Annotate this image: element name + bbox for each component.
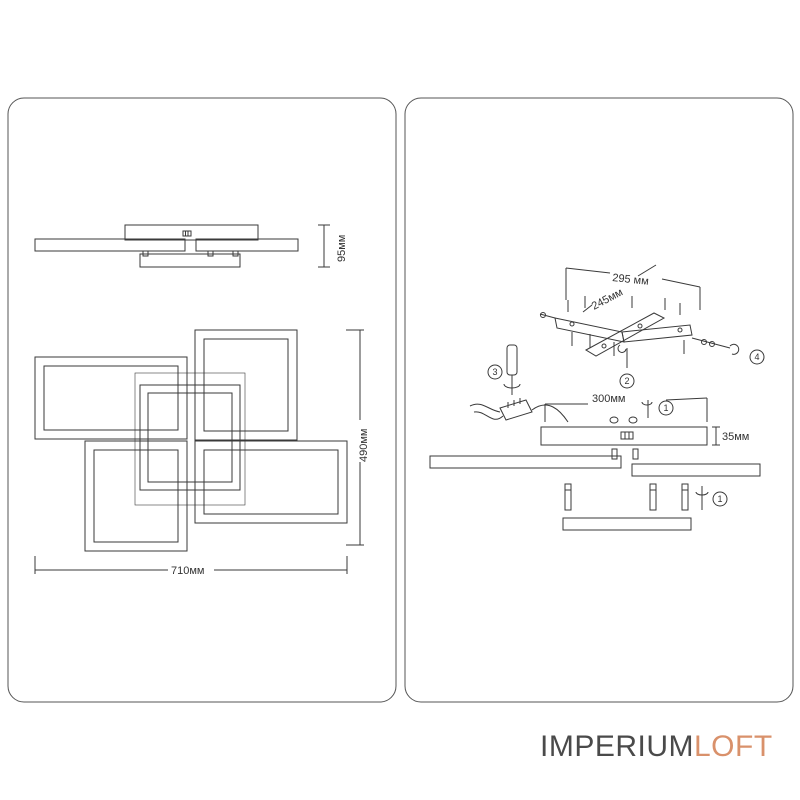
width-front-label: 710мм bbox=[171, 565, 204, 577]
mounting-bracket bbox=[539, 296, 740, 368]
brand-part-2: LOFT bbox=[694, 730, 773, 763]
plate-length-label: 300мм bbox=[592, 393, 625, 405]
height-side-label: 95мм bbox=[336, 235, 348, 262]
screwdriver bbox=[503, 344, 521, 395]
terminal-block bbox=[469, 398, 569, 423]
width-front-dimension bbox=[34, 556, 348, 574]
step-3-circle bbox=[487, 364, 503, 380]
step-4-label: 4 bbox=[754, 352, 759, 362]
height-side-dimension bbox=[318, 224, 330, 268]
right-panel bbox=[404, 97, 794, 703]
step-1-circle-bottom bbox=[712, 491, 728, 507]
step-2-label: 2 bbox=[624, 376, 629, 386]
step-4-circle bbox=[749, 349, 765, 365]
top-plate bbox=[540, 397, 720, 460]
step-2-circle bbox=[619, 373, 635, 389]
height-front-dimension bbox=[346, 329, 364, 546]
brand-logo: IMPERIUMLOFT bbox=[540, 730, 773, 764]
bracket-inner-dimension bbox=[582, 264, 657, 313]
bracket-span-label: 295 мм bbox=[612, 272, 650, 288]
plate-height-label: 35мм bbox=[722, 431, 749, 443]
left-panel bbox=[7, 97, 397, 703]
brand-part-1: IMPERIUM bbox=[540, 730, 694, 763]
bracket-span-dimension bbox=[565, 267, 701, 310]
step-1-circle-top bbox=[658, 400, 674, 416]
step-1-label-top: 1 bbox=[663, 403, 668, 413]
light-bars bbox=[429, 455, 761, 531]
lamp-side-view bbox=[34, 224, 299, 268]
bracket-inner-label: 245мм bbox=[590, 286, 625, 312]
lamp-front-view bbox=[34, 329, 348, 552]
step-3-label: 3 bbox=[492, 367, 497, 377]
height-front-label: 490мм bbox=[358, 429, 370, 462]
step-1-label-bottom: 1 bbox=[717, 494, 722, 504]
